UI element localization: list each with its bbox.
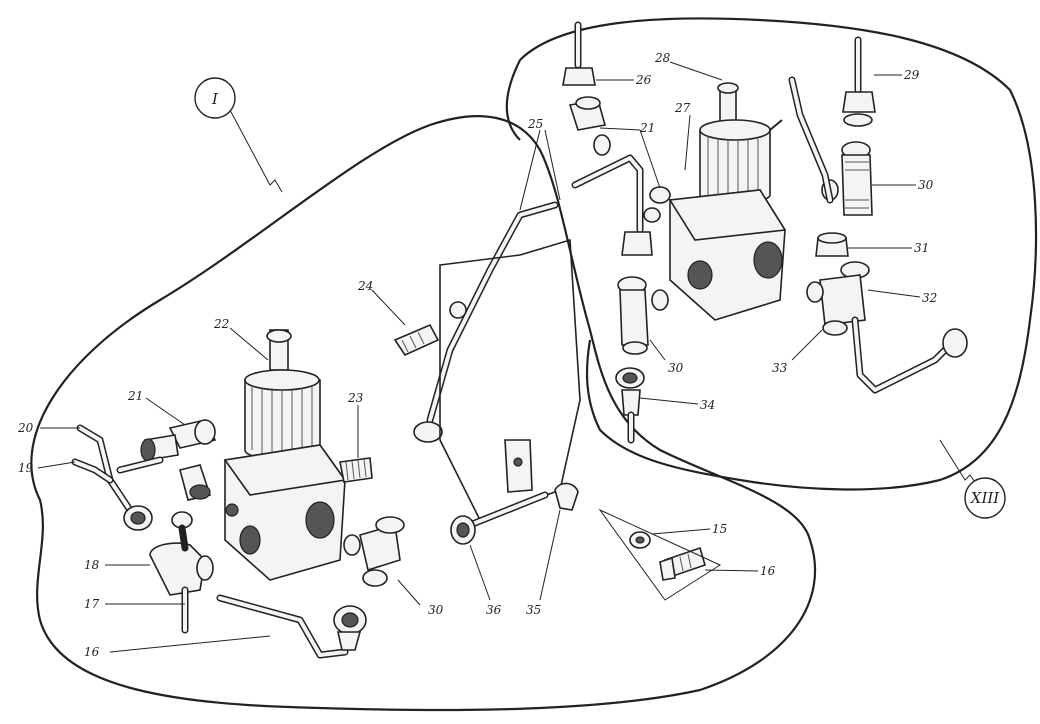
tee-fitting-30-i [343,516,405,587]
label-30-xiii-right: 30 [918,178,934,192]
label-27: 27 [674,101,691,115]
label-34: 34 [700,398,715,412]
bolt-16 [659,546,706,581]
label-32: 32 [922,291,937,305]
group-marker-i: I [194,77,236,119]
washer-15 [629,531,651,549]
label-33: 33 [772,361,788,375]
pipe-36 [450,491,549,545]
label-26: 26 [635,73,652,87]
bracket-line-15-16 [598,508,722,601]
group-boundary-xiii [519,17,1038,491]
elbow-fitting-21-xiii [568,96,611,156]
plug-23 [339,457,373,483]
pipe-29 [842,36,876,127]
label-16-ii: 16 [760,564,776,578]
group-marker-i-text: I [211,90,219,108]
label-29: 29 [903,68,920,82]
pipe-xiii-main [571,154,671,256]
pipe-xiii-right-bent [788,76,834,204]
label-22: 22 [213,317,229,331]
label-36: 36 [486,603,502,617]
label-20: 20 [17,421,34,435]
tee-fitting-30-xiii-a [617,276,669,355]
label-31: 31 [914,241,929,255]
label-18: 18 [84,558,100,572]
pressure-regulator-valve-i [223,329,347,581]
label-30-xiii-mid: 30 [668,361,684,375]
elbow-fitting-18 [149,511,214,634]
elbow-fitting-21-i [140,419,217,501]
label-30-i: 30 [428,603,444,617]
group-boundary-xiii-left [505,59,521,141]
group-marker-xiii: XIII [964,477,1006,519]
pipe-25 [413,201,559,443]
fitting-34 [615,367,645,444]
pipe-19-20 [71,424,164,531]
label-24: 24 [357,279,373,293]
label-19: 19 [18,461,34,475]
label-15: 15 [712,522,727,536]
connector-24 [393,323,440,357]
label-21-i: 21 [127,389,143,403]
mounting-bracket [439,238,581,522]
tee-fitting-30-xiii-b [821,141,873,216]
tee-fitting-32-33 [806,261,968,394]
group-boundary-i [30,115,817,712]
label-28: 28 [654,51,671,65]
label-16-i: 16 [84,645,100,659]
pressure-regulator-valve-xiii [668,82,787,321]
label-35: 35 [526,603,541,617]
nut-31 [815,232,849,257]
nut-26-pipe [562,21,596,86]
label-23: 23 [347,391,364,405]
clip-35 [554,482,579,511]
label-21-xiii: 21 [639,121,655,135]
label-25: 25 [527,117,543,131]
pipe-16-i [216,594,367,659]
group-marker-xiii-text: XIII [970,489,1001,507]
label-17: 17 [84,597,100,611]
marker-i-leader [229,109,283,193]
